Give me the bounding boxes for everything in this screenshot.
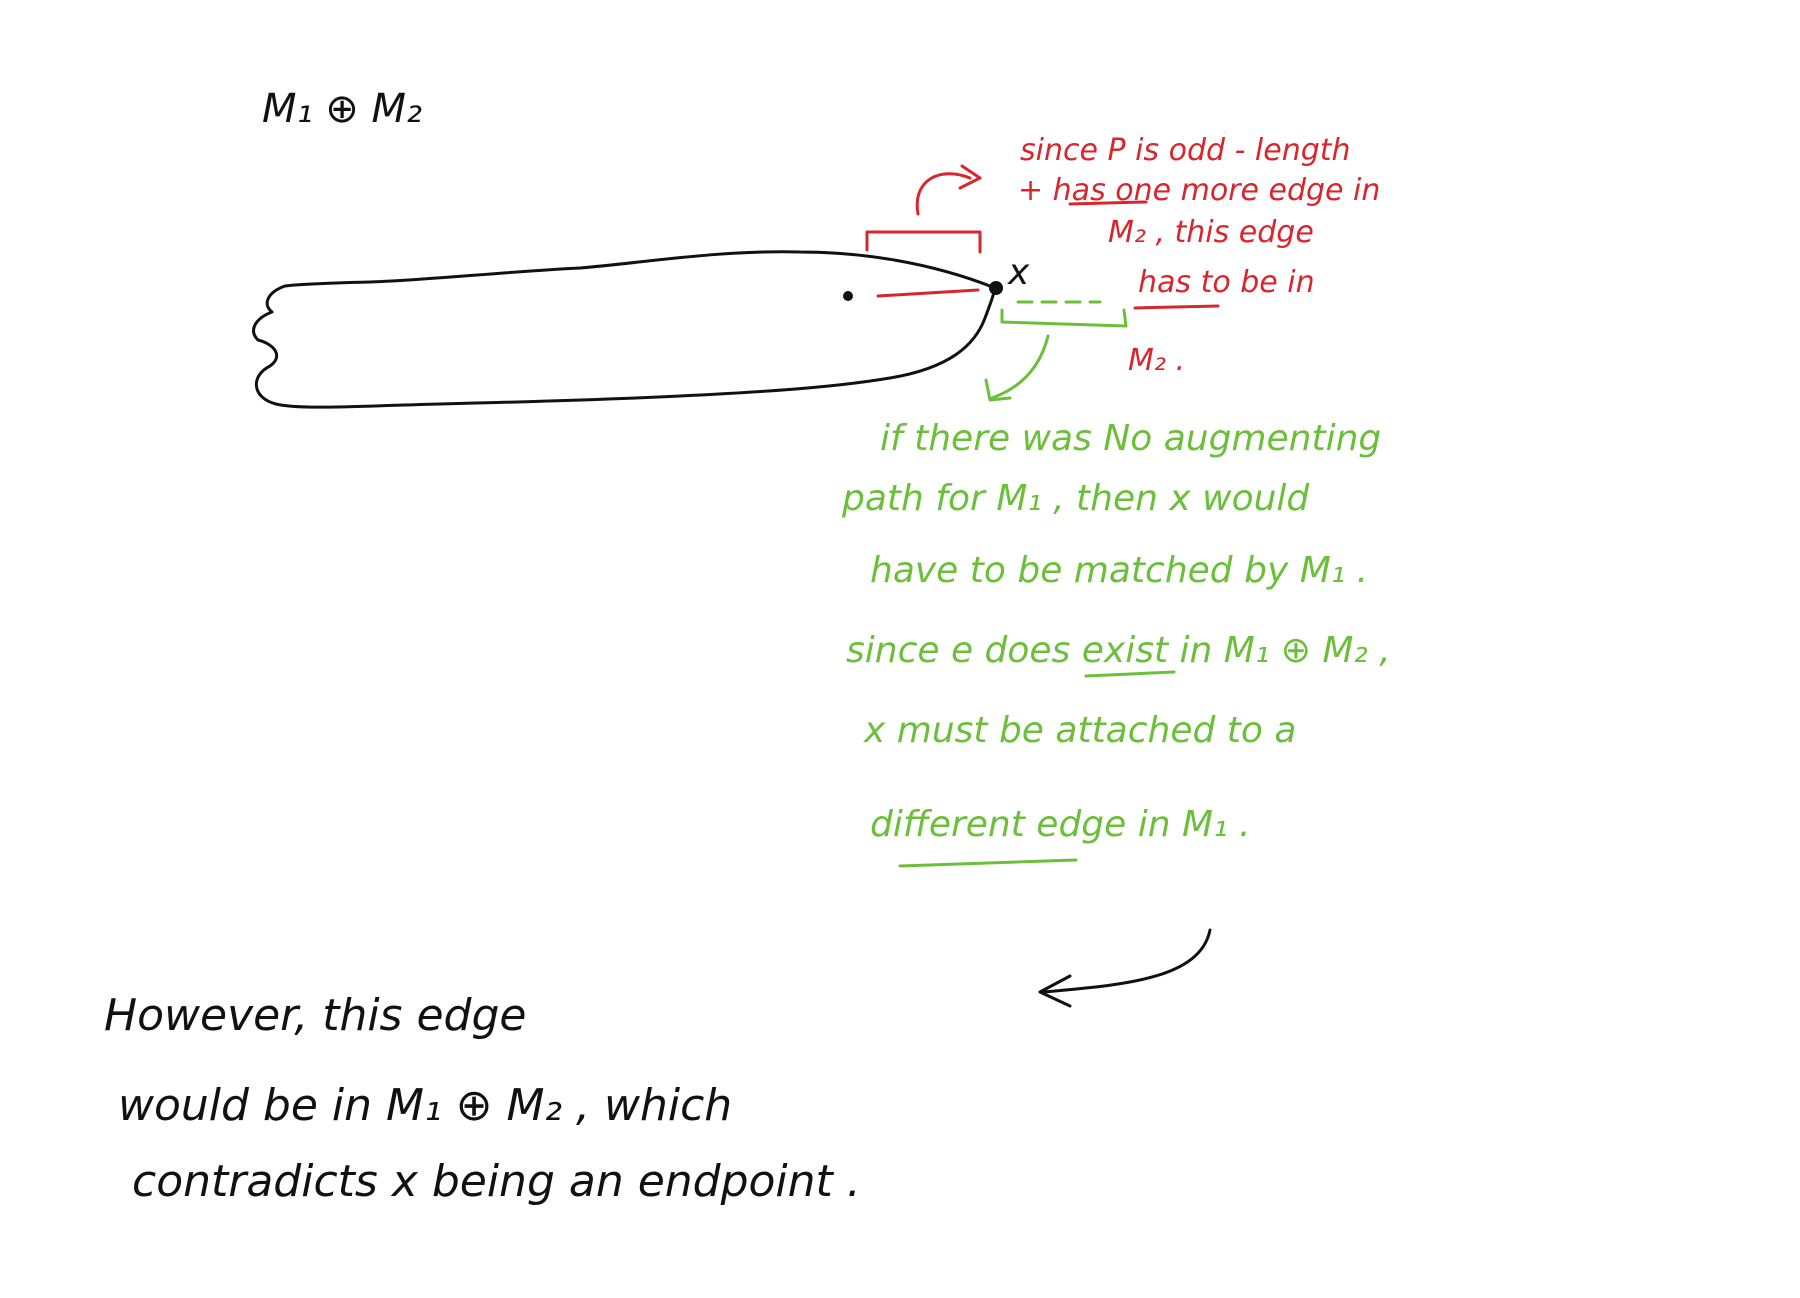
- component-blob: [252, 250, 997, 409]
- red-edge: [876, 288, 980, 298]
- conclusion: However, this edge would be in M₁ ⊕ M₂ ,…: [104, 990, 861, 1207]
- red-bracket: [865, 230, 982, 254]
- red-arrow-curve: [915, 172, 972, 216]
- title-label: M₁ ⊕ M₂: [262, 86, 422, 132]
- red-note-line-1: since P is odd - length: [1020, 133, 1351, 168]
- red-note-line-3: M₂ , this edge: [1108, 215, 1314, 250]
- red-note-line-2: + has one more edge in: [1018, 173, 1380, 208]
- conclusion-arrow-curve: [1042, 928, 1212, 994]
- green-note-line-1: if there was No augmenting: [880, 418, 1381, 459]
- red-note-line-5: M₂ .: [1128, 343, 1185, 378]
- green-note: if there was No augmenting path for M₁ ,…: [841, 418, 1391, 845]
- red-note: since P is odd - length + has one more e…: [1018, 133, 1380, 378]
- green-underline-does: [1084, 670, 1176, 678]
- green-underline-different: [898, 858, 1078, 868]
- green-note-line-4: since e does exist in M₁ ⊕ M₂ ,: [846, 630, 1391, 671]
- vertex-x-label: x: [1007, 252, 1030, 293]
- conclusion-line-3: contradicts x being an endpoint .: [132, 1156, 861, 1207]
- red-underline-has: [1133, 304, 1220, 310]
- conclusion-arrow-head: [1038, 974, 1072, 1008]
- green-arrow-curve: [990, 334, 1050, 400]
- green-note-line-2: path for M₁ , then x would: [841, 478, 1310, 519]
- inner-dot: [843, 291, 853, 301]
- vertex-x-dot: [989, 281, 1003, 295]
- red-underline-more: [1068, 200, 1148, 206]
- red-arrow-head: [958, 164, 982, 190]
- green-note-line-6: different edge in M₁ .: [870, 804, 1250, 845]
- red-note-line-4: has to be in: [1138, 265, 1315, 300]
- green-note-line-5: x must be attached to a: [863, 710, 1296, 751]
- green-note-line-3: have to be matched by M₁ .: [870, 550, 1368, 591]
- conclusion-line-1: However, this edge: [104, 990, 526, 1041]
- green-bracket: [1000, 308, 1128, 328]
- conclusion-line-2: would be in M₁ ⊕ M₂ , which: [118, 1080, 732, 1131]
- green-arrow-head: [984, 378, 1012, 402]
